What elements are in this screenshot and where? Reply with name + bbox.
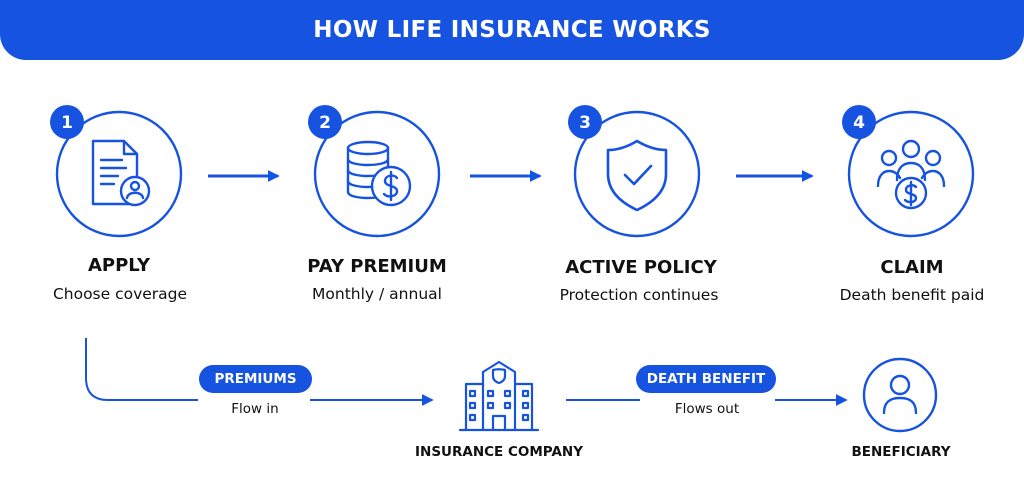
step-badge-2 — [308, 105, 342, 139]
coins-dollar-icon — [346, 140, 412, 207]
building-icon — [458, 360, 540, 432]
step-title-pay-premium: PAY PREMIUM — [307, 256, 447, 277]
group-dollar-icon — [876, 139, 946, 210]
premiums-flow-text: Flow in — [231, 401, 279, 417]
beneficiary-label: BENEFICIARY — [851, 444, 951, 460]
step-circle-4 — [847, 110, 975, 238]
death-benefit-pill: DEATH BENEFIT — [636, 365, 776, 393]
step-title-claim: CLAIM — [880, 257, 944, 278]
person-icon — [862, 357, 938, 433]
death-benefit-flow-text: Flows out — [674, 401, 740, 417]
step-badge-1 — [50, 105, 84, 139]
step-title-active-policy: ACTIVE POLICY — [565, 257, 717, 278]
step-subtitle-active-policy: Protection continues — [559, 286, 719, 304]
step-subtitle-apply: Choose coverage — [52, 285, 188, 303]
step-badge-3 — [568, 105, 602, 139]
step-circle-1 — [55, 110, 183, 238]
step-number-4: 4 — [853, 113, 865, 133]
premiums-flow-line — [85, 338, 198, 401]
step-number-1: 1 — [61, 113, 73, 133]
page-title: HOW LIFE INSURANCE WORKS — [313, 17, 711, 43]
application-document-icon — [91, 139, 151, 207]
step-title-apply: APPLY — [87, 255, 150, 276]
step-number-2: 2 — [319, 113, 331, 133]
shield-check-icon — [606, 139, 668, 212]
step-subtitle-claim: Death benefit paid — [839, 286, 985, 304]
step-number-3: 3 — [579, 113, 591, 133]
step-subtitle-pay-premium: Monthly / annual — [312, 285, 442, 303]
premiums-pill: PREMIUMS — [199, 365, 312, 393]
step-circle-2 — [313, 110, 441, 238]
header-banner: HOW LIFE INSURANCE WORKS — [0, 0, 1024, 60]
insurance-company-label: INSURANCE COMPANY — [415, 444, 583, 460]
step-circle-3 — [573, 110, 701, 238]
step-badge-4 — [842, 105, 876, 139]
